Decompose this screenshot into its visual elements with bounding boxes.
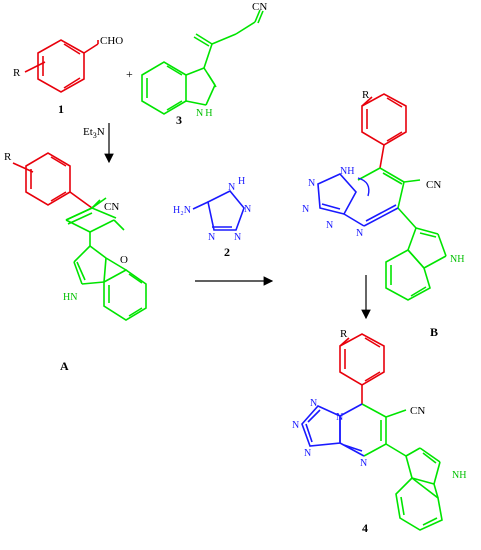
compound-1-structure [24,39,99,93]
compound-2-number: 2 [224,245,230,259]
compound-2-n3: N [234,232,241,243]
intermediate-b-n1: N [308,178,315,189]
intermediate-b-cn: CN [426,179,441,191]
intermediate-b-core [357,167,447,301]
product-4-aryl [339,333,385,404]
intermediate-a-core [65,197,147,321]
intermediate-a-r: R [4,151,12,163]
compound-1-number: 1 [58,102,64,116]
product-4-n5: N [360,458,367,469]
compound-2-n4: N [208,232,215,243]
product-4-number: 4 [362,521,368,535]
intermediate-b-aryl [361,93,407,169]
compound-2-n1: N [228,182,235,193]
compound-1-group: CHO [100,35,123,47]
intermediate-b-nh: NH [340,166,354,177]
intermediate-b-tetrazole [317,173,399,227]
product-4-r: R [340,328,348,340]
product-4-n4: N [304,448,311,459]
intermediate-b-indole-nh: NH [450,254,464,265]
intermediate-b-r: R [362,89,370,101]
intermediate-b-n2: N [302,204,309,215]
product-4-pyrimidine [361,403,443,531]
product-4-n3: N [292,420,299,431]
intermediate-a-cn: CN [104,201,119,213]
intermediate-b-label: B [430,325,438,339]
compound-3-cn: CN [252,1,267,13]
reagent-label: Et3N [83,126,105,140]
compound-2-n2: N [244,204,251,215]
compound-3-structure [141,9,264,115]
product-4-cn: CN [410,405,425,417]
intermediate-b-imine: N [356,228,363,239]
compound-3-nh: N H [196,108,212,119]
intermediate-a-o: O [120,254,128,266]
product-4-indole-nh: NH [452,470,466,481]
compound-2-structure [192,189,245,231]
intermediate-a-aryl [12,152,93,209]
compound-2-amine: H₂N [173,205,191,216]
intermediate-a-label: A [60,359,69,373]
intermediate-a-nh: HN [63,292,77,303]
product-4-n2: N [310,398,317,409]
compound-1-r: R [13,67,21,79]
product-4-n1: N [336,412,343,423]
product-4-tetrazole [301,403,365,457]
intermediate-b-n3: N [326,220,333,231]
compound-3-number: 3 [176,113,182,127]
compound-2-h: H [238,176,245,187]
plus-sign: + [126,67,133,81]
